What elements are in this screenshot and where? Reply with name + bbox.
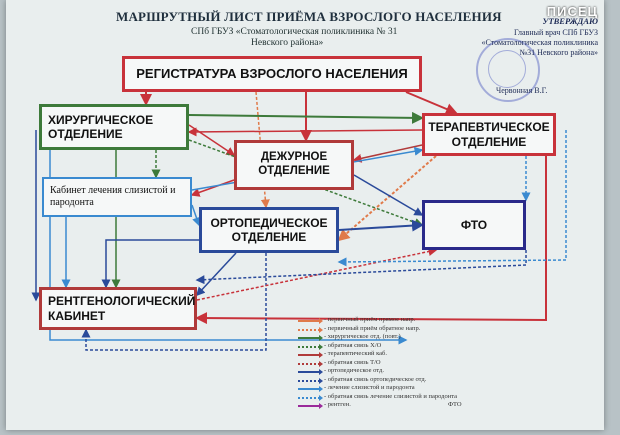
legend-label: - лечение слизистой и пародонта: [324, 384, 415, 391]
surgical-box: ХИРУРГИЧЕСКОЕ ОТДЕЛЕНИЕ: [39, 104, 189, 150]
legend-row: - хирургическое отд. (повт.): [298, 333, 518, 342]
approval-word: УТВЕРЖДАЮ: [542, 16, 598, 26]
xray-box: РЕНТГЕНОЛОГИЧЕСКИЙ КАБИНЕТ: [39, 287, 197, 330]
flow-arrow: [337, 130, 567, 267]
registry-box: РЕГИСТРАТУРА ВЗРОСЛОГО НАСЕЛЕНИЯ: [122, 56, 422, 92]
route-sheet: ПИСЕЦ МАРШРУТНЫЙ ЛИСТ ПРИЁМА ВЗРОСЛОГО Н…: [6, 0, 604, 430]
flow-arrow: [352, 144, 423, 163]
legend-line-icon: [298, 352, 323, 358]
legend-label: - хирургическое отд. (повт.): [324, 333, 401, 340]
duty-box: ДЕЖУРНОЕ ОТДЕЛЕНИЕ: [234, 140, 354, 190]
flow-arrow: [188, 111, 424, 124]
flow-arrow: [338, 219, 424, 232]
legend-line-icon: [298, 326, 323, 333]
flow-arrow: [101, 239, 199, 289]
legend-line-icon: [298, 335, 323, 341]
legend-row: - рентген. ФТО: [298, 401, 518, 410]
legend-label: - обратная связь Т/О: [324, 358, 381, 366]
flow-arrow: [195, 252, 237, 297]
legend-label: - первичный приём обратное напр.: [324, 324, 421, 332]
therapeutic-box: ТЕРАПЕВТИЧЕСКОЕ ОТДЕЛЕНИЕ: [422, 113, 556, 156]
legend-label: - первичный приём прямое напр.: [324, 316, 416, 323]
flow-arrow: [188, 124, 236, 156]
legend-line-icon: [298, 360, 323, 367]
fto-box: ФТО: [422, 200, 526, 250]
legend-row: - обратная связь Х/О: [298, 342, 518, 351]
legend-line-icon: [298, 386, 323, 392]
approval-signer: Червонная В.Г.: [496, 86, 548, 95]
legend-line-icon: [298, 318, 323, 324]
legend-label: - обратная связь Х/О: [324, 341, 382, 349]
approval-line-1: Главный врач СПб ГБУЗ: [514, 28, 598, 37]
flow-arrow: [195, 250, 527, 285]
legend-label: - обратная связь лечение слизистой и пар…: [324, 392, 458, 400]
legend-line-icon: [298, 403, 323, 409]
flow-arrow: [196, 247, 438, 301]
page-title: МАРШРУТНЫЙ ЛИСТ ПРИЁМА ВЗРОСЛОГО НАСЕЛЕН…: [116, 9, 502, 24]
legend-row: - обратная связь лечение слизистой и пар…: [298, 393, 518, 402]
flow-arrow: [190, 179, 235, 197]
flow-arrow: [81, 253, 267, 351]
legend-line-icon: [298, 343, 323, 350]
flow-arrows: [31, 91, 567, 351]
flow-arrow: [191, 204, 201, 227]
org-line-2: Невского района»: [251, 38, 324, 48]
legend-label: - терапевтический каб.: [324, 350, 387, 357]
approval-line-3: №31 Невского района»: [519, 48, 598, 57]
flow-arrow: [195, 156, 547, 325]
orthopedic-box: ОРТОПЕДИЧЕСКОЕ ОТДЕЛЕНИЕ: [199, 207, 339, 253]
stamp-seal: [476, 38, 540, 102]
legend: - первичный приём прямое напр.- первичны…: [298, 316, 518, 410]
approval-line-2: «Стоматологическая поликлиника: [481, 38, 598, 47]
watermark-text: ПИСЕЦ: [546, 4, 598, 19]
legend-line-icon: [298, 394, 323, 401]
legend-label: - обратная связь ортопедическое отд.: [324, 375, 427, 383]
legend-label: - рентген.: [324, 401, 351, 408]
flow-arrow: [187, 127, 423, 137]
flow-arrow: [353, 174, 424, 216]
legend-row: - обратная связь Т/О: [298, 359, 518, 368]
legend-line-icon: [298, 377, 323, 384]
flow-arrow: [337, 155, 437, 242]
flow-arrow: [188, 139, 424, 227]
legend-row: - лечение слизистой и пародонта: [298, 384, 518, 393]
legend-row: - первичный приём прямое напр.: [298, 316, 518, 325]
legend-row: - терапевтический каб.: [298, 350, 518, 359]
mucosa-box: Кабинет лечения слизистой и пародонта: [42, 177, 192, 217]
legend-row: - обратная связь ортопедическое отд.: [298, 376, 518, 385]
legend-label: - ортопедическое отд.: [324, 367, 384, 374]
legend-line-icon: [298, 369, 323, 375]
legend-row: - ортопедическое отд.: [298, 367, 518, 376]
legend-extra-label: ФТО: [448, 401, 462, 408]
org-line-1: СПб ГБУЗ «Стоматологическая поликлиника …: [191, 27, 398, 37]
flow-arrow: [405, 91, 458, 115]
legend-row: - первичный приём обратное напр.: [298, 325, 518, 334]
